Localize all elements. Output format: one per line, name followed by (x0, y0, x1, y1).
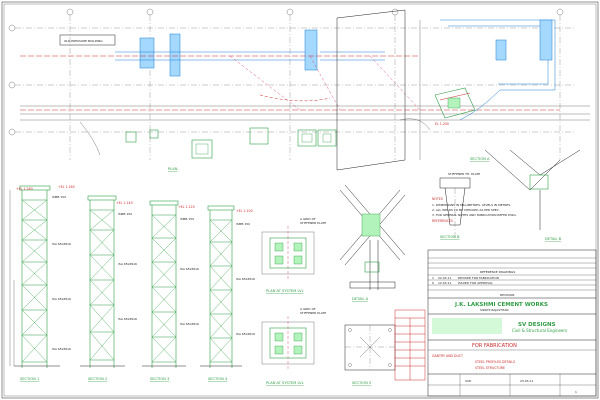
grid-bubbles-left (8, 24, 16, 136)
section-3d-view: EL 1.200 (434, 87, 476, 126)
section-4-frame: ISMB 150 ISA 65x65x6 ISA 65x65x6 SECTION… (200, 205, 255, 381)
client-name: J.K. LAKSHMI CEMENT WORKS (454, 302, 548, 308)
section-1-title: SECTION 1 (20, 377, 39, 381)
sheet-inner-border (3, 3, 597, 397)
svg-text:ISA 65x65x6: ISA 65x65x6 (236, 277, 255, 281)
rev-1-no: 1 (432, 276, 434, 280)
svg-text:ISA 65x65x6: ISA 65x65x6 (236, 332, 255, 336)
duct-elbow (440, 19, 556, 121)
drawing-rev: 1 (575, 390, 577, 394)
revision-table-title: REVISION (500, 293, 514, 297)
svg-text:STIFFENER TH. PLATE: STIFFENER TH. PLATE (448, 172, 480, 176)
svg-text:+EL 1.120: +EL 1.120 (178, 205, 195, 209)
drawing-title-1: STEEL PROFILES DETAILS (475, 360, 515, 364)
svg-text:+EL 1.140: +EL 1.140 (116, 201, 133, 205)
consultant-name: SV DESIGNS (518, 322, 556, 328)
svg-text:ISMB 150: ISMB 150 (118, 212, 132, 216)
svg-text:STIFFENER PLATE: STIFFENER PLATE (300, 311, 326, 315)
dimension-marks: +EL 1.160 +EL 1.140 +EL 1.120 +EL 1.100 (9, 187, 253, 366)
svg-text:ISA 65x65x6: ISA 65x65x6 (52, 242, 71, 246)
detail-b-title: DETAIL B (545, 237, 562, 241)
svg-text:ISMB 150: ISMB 150 (236, 222, 250, 226)
rev-0-date: 12.03.11 (438, 281, 451, 285)
svg-text:ISMB 150: ISMB 150 (180, 217, 194, 221)
plan-title: PLAN (168, 167, 178, 171)
svg-text:SECTION A: SECTION A (470, 157, 490, 161)
svg-text:ISMB 150: ISMB 150 (52, 195, 66, 199)
rev-0-desc: ISSUED FOR APPROVAL (458, 281, 493, 285)
note-line-1: 1. DIMENSIONS IN MILLIMETRES, LEVELS IN … (432, 203, 511, 207)
reference-table-title: REFERENCE DRAWINGS (480, 270, 515, 274)
section-4-title: SECTION 4 (208, 377, 228, 381)
base-plan-1-title: PLAN AT SYSTEM LVL (266, 289, 304, 293)
base-plans: A GRID OF STIFFENER PLATE PLAN AT SYSTEM… (261, 217, 326, 385)
drawing-no: SVD (465, 379, 472, 383)
drawing-title-2: STEEL STRUCTURE (475, 366, 505, 370)
svg-text:ISA 65x65x6: ISA 65x65x6 (118, 262, 137, 266)
fabrication-stamp: FOR FABRICATION (472, 343, 517, 349)
base-plan-2-title: PLAN AT SYSTEM LVL (266, 381, 304, 385)
rev-0-no: 0 (432, 281, 434, 285)
section-2-title: SECTION 2 (88, 377, 107, 381)
rev-1-desc: REVISED FOR FABRICATION (458, 276, 499, 280)
notes-block: NOTES 1. DIMENSIONS IN MILLIMETRES, LEVE… (432, 197, 517, 223)
svg-text:+EL 1.160: +EL 1.160 (16, 187, 33, 191)
svg-text:+EL 1.100: +EL 1.100 (236, 209, 253, 213)
svg-text:STIFFENER PLATE: STIFFENER PLATE (300, 221, 326, 225)
notes-heading: NOTES (432, 197, 443, 201)
support-frames (125, 127, 337, 159)
detail-b: STIFFENER TH. PLATE SECTION B (439, 172, 480, 240)
section-3-frame: ISMB 150 ISA 65x65x6 ISA 65x65x6 SECTION… (142, 200, 199, 381)
note-line-2: 2. ALL WELDS TO BE CHECKED AS PER SPEC. (432, 208, 500, 212)
client-sub: SIROHI RAJASTHAN (480, 308, 509, 312)
bolt-schedule (394, 309, 426, 381)
plan-view: OLD PRESSURE BUILDING (15, 9, 590, 171)
svg-text:A GRID OF: A GRID OF (300, 307, 316, 311)
consultant-sub: Civil & Structural Engineers (512, 328, 567, 333)
detail-a-title: DETAIL A (352, 297, 369, 301)
svg-text:ISA 65x65x6: ISA 65x65x6 (52, 297, 71, 301)
svg-text:A GRID OF: A GRID OF (300, 217, 316, 221)
svg-text:ISA 65x65x6: ISA 65x65x6 (118, 317, 137, 321)
details-group: DETAIL A STIFFENER TH. PLATE SECTION B D… (339, 149, 581, 385)
section-b-title: SECTION B (440, 235, 460, 239)
rev-1-date: 22.03.11 (438, 276, 451, 280)
title-block: REFERENCE DRAWINGS 1 22.03.11 REVISED FO… (427, 249, 597, 397)
detail-c: DETAIL B (484, 149, 581, 241)
svg-text:ISA 65x65x6: ISA 65x65x6 (180, 267, 199, 271)
project-name: GANTRY AND DUCT (432, 354, 463, 358)
duct-run (115, 29, 385, 77)
svg-text:EL 1.200: EL 1.200 (435, 122, 449, 126)
section-5: SECTION 5 (344, 324, 396, 385)
sections-group: ISMB 150 ISA 65x65x6 ISA 65x65x6 ISA 65x… (14, 185, 255, 381)
building-label: OLD PRESSURE BUILDING (64, 39, 103, 43)
grid-bubbles-top (66, 8, 564, 16)
drawing-date: 23.03.11 (520, 379, 533, 383)
svg-text:ISA 65x65x6: ISA 65x65x6 (180, 322, 199, 326)
section-5-title: SECTION 5 (352, 381, 371, 385)
section-3-title: SECTION 3 (150, 377, 169, 381)
svg-text:+EL 1.160: +EL 1.160 (58, 185, 75, 189)
detail-a: DETAIL A (339, 184, 406, 301)
svg-text:ISA 65x65x6: ISA 65x65x6 (52, 347, 71, 351)
references-heading: REFERENCES (432, 219, 453, 223)
note-line-3: 3. FOR GENERAL NOTES AND FABRICATION REF… (432, 213, 517, 217)
section-2-frame: ISMB 150 ISA 65x65x6 ISA 65x65x6 SECTION… (80, 195, 137, 381)
section-1-frame: ISMB 150 ISA 65x65x6 ISA 65x65x6 ISA 65x… (14, 185, 75, 381)
